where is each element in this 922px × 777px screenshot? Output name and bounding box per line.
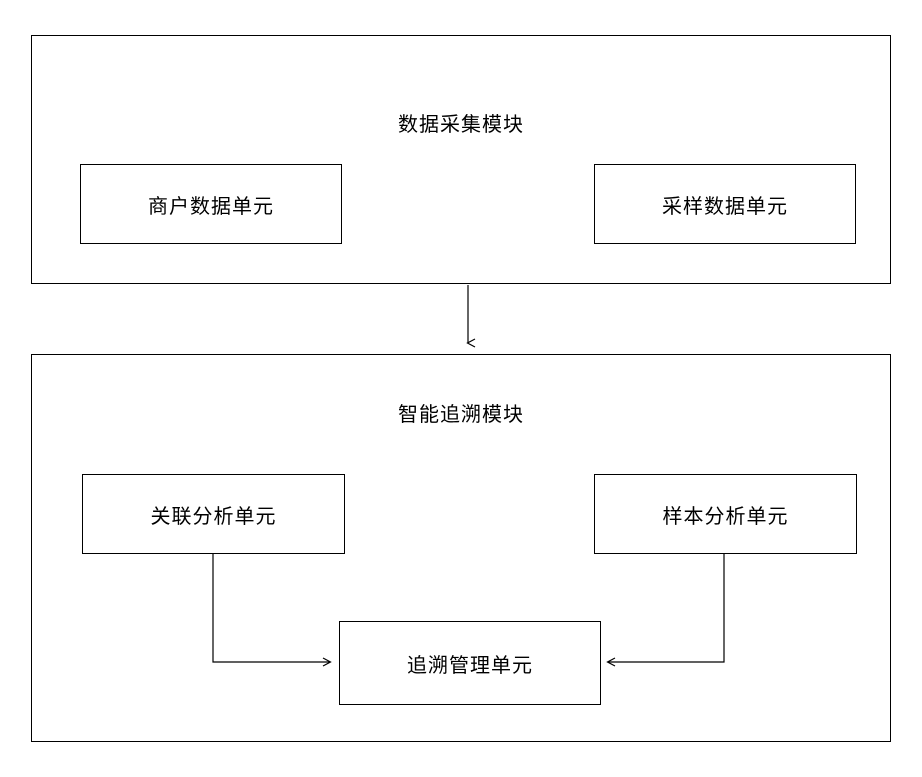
unit-sampling-data: 采样数据单元 <box>594 164 856 244</box>
module-data-collection: 数据采集模块 商户数据单元 采样数据单元 <box>31 35 891 284</box>
module-intelligent-tracing-title: 智能追溯模块 <box>398 402 524 426</box>
module-intelligent-tracing: 智能追溯模块 关联分析单元 样本分析单元 追溯管理单元 <box>31 354 891 742</box>
module-data-collection-title: 数据采集模块 <box>398 112 524 136</box>
unit-merchant-data: 商户数据单元 <box>80 164 342 244</box>
unit-sample-analysis: 样本分析单元 <box>594 474 857 554</box>
unit-association-analysis: 关联分析单元 <box>82 474 345 554</box>
unit-tracing-management: 追溯管理单元 <box>339 621 601 705</box>
